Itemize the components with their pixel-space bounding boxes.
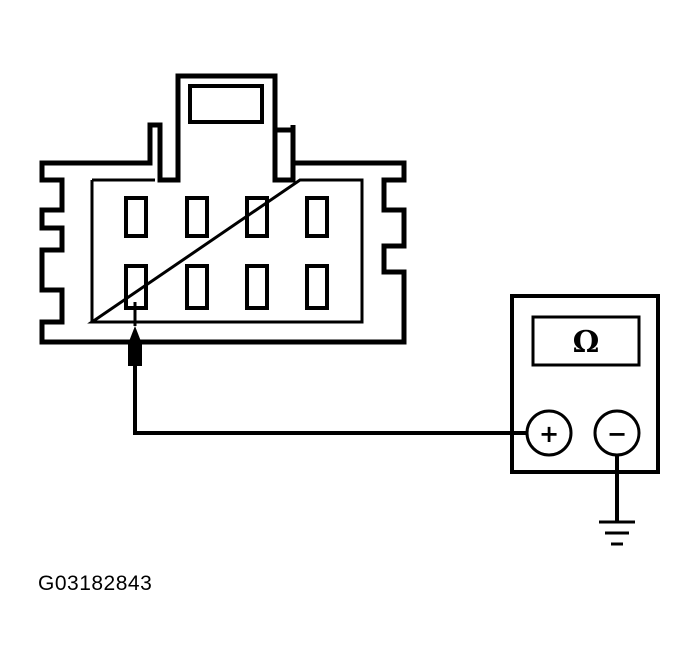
ohmmeter-display-symbol: Ω (573, 325, 600, 360)
pin-cavity (305, 196, 329, 238)
negative-terminal-label: − (607, 420, 627, 448)
connector (39, 73, 407, 345)
figure-id-label: G03182843 (38, 572, 153, 595)
ohmmeter-display (531, 315, 641, 367)
test-probe-icon (128, 302, 142, 366)
connector-housing (39, 73, 407, 345)
ohmmeter-body (510, 294, 660, 474)
connector-right-tab (272, 125, 296, 183)
positive-terminal-label: + (539, 420, 559, 448)
pin-cavities (124, 196, 329, 310)
pin-cavity (305, 264, 329, 310)
pin-cavity (185, 196, 209, 238)
connector-cavity (87, 178, 364, 324)
pin-cavity (245, 264, 269, 310)
pin-cavity (245, 196, 269, 238)
pin-cavity (124, 196, 148, 238)
test-lead-wire (133, 366, 526, 435)
pin-cavity (185, 264, 209, 310)
ohmmeter: Ω + − (510, 294, 660, 474)
positive-terminal (525, 409, 573, 457)
ground-symbol-icon (599, 520, 635, 546)
connector-latch (188, 84, 264, 124)
